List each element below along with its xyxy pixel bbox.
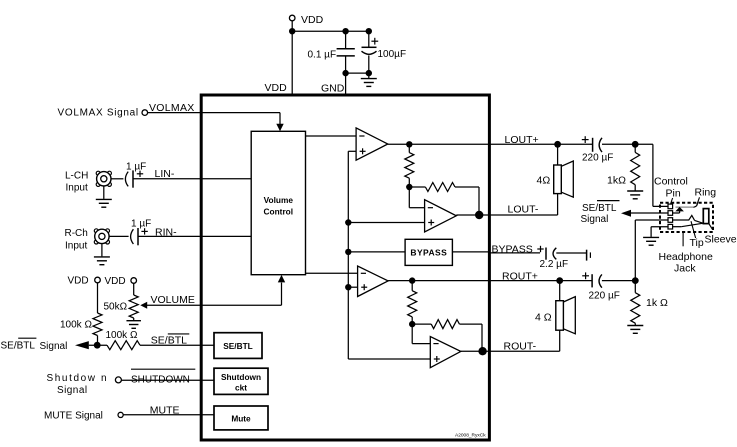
svg-text:Control: Control <box>264 207 294 217</box>
svg-text:0.1 µF: 0.1 µF <box>308 49 337 60</box>
svg-text:Sleeve: Sleeve <box>705 234 737 246</box>
svg-text:1 µF: 1 µF <box>131 219 151 230</box>
svg-text:1 µF: 1 µF <box>126 161 146 172</box>
svg-text:100k Ω: 100k Ω <box>106 330 138 341</box>
svg-text:Pin: Pin <box>666 188 681 200</box>
svg-text:A2008_RyxCk: A2008_RyxCk <box>455 432 486 438</box>
svg-text:LOUT-: LOUT- <box>508 203 539 215</box>
svg-text:4Ω: 4Ω <box>537 174 551 186</box>
svg-text:Tip: Tip <box>690 237 704 249</box>
svg-text:Jack: Jack <box>674 263 696 275</box>
svg-text:Control: Control <box>654 175 688 187</box>
svg-text:LOUT+: LOUT+ <box>505 134 539 146</box>
svg-text:VDD: VDD <box>105 276 126 287</box>
svg-text:VOLUME: VOLUME <box>151 294 195 306</box>
svg-text:ckt: ckt <box>235 383 247 393</box>
svg-text:Mute: Mute <box>231 413 251 423</box>
svg-text:SE/BTL: SE/BTL <box>151 335 187 347</box>
svg-text:Input: Input <box>65 240 87 251</box>
svg-text:Shutdow n: Shutdow n <box>47 373 109 384</box>
svg-text:LIN-: LIN- <box>155 168 175 180</box>
svg-text:SHUTDOWN: SHUTDOWN <box>131 374 190 385</box>
svg-text:BYPASS: BYPASS <box>410 247 447 257</box>
svg-text:MUTE Signal: MUTE Signal <box>44 411 103 422</box>
svg-text:VDD: VDD <box>265 82 288 94</box>
svg-text:1kΩ: 1kΩ <box>607 175 626 187</box>
svg-text:Shutdown: Shutdown <box>221 372 261 382</box>
svg-text:SE/BTL: SE/BTL <box>582 203 617 214</box>
svg-text:100µF: 100µF <box>378 49 407 60</box>
svg-text:1k Ω: 1k Ω <box>646 297 668 309</box>
svg-text:220 µF: 220 µF <box>589 290 620 301</box>
svg-text:VDD: VDD <box>68 276 89 287</box>
svg-text:SE/BTL: SE/BTL <box>223 341 253 351</box>
svg-text:L-CH: L-CH <box>65 170 88 181</box>
svg-text:R-Ch: R-Ch <box>65 228 88 239</box>
svg-text:Signal: Signal <box>57 385 88 396</box>
svg-text:VOLMAX Signal: VOLMAX Signal <box>58 108 139 119</box>
svg-text:Signal: Signal <box>581 214 609 225</box>
svg-text:VOLMAX: VOLMAX <box>149 102 195 114</box>
svg-text:50kΩ: 50kΩ <box>104 302 128 313</box>
svg-text:Headphone: Headphone <box>659 251 713 263</box>
svg-text:Volume: Volume <box>264 195 294 205</box>
svg-text:MUTE: MUTE <box>150 404 180 416</box>
svg-text:ROUT-: ROUT- <box>504 340 537 352</box>
svg-text:Signal: Signal <box>40 341 68 352</box>
svg-text:2.2 µF: 2.2 µF <box>540 259 569 270</box>
svg-text:220 µF: 220 µF <box>582 153 613 164</box>
svg-text:ROUT+: ROUT+ <box>502 271 538 283</box>
svg-text:4 Ω: 4 Ω <box>535 312 552 324</box>
svg-text:GND: GND <box>321 83 345 95</box>
svg-text:Ring: Ring <box>695 186 717 198</box>
svg-text:SE/BTL: SE/BTL <box>1 341 36 352</box>
svg-text:100k Ω: 100k Ω <box>60 320 92 331</box>
svg-text:Input: Input <box>66 183 88 194</box>
svg-text:VDD: VDD <box>301 14 324 26</box>
svg-text:RIN-: RIN- <box>155 226 177 238</box>
